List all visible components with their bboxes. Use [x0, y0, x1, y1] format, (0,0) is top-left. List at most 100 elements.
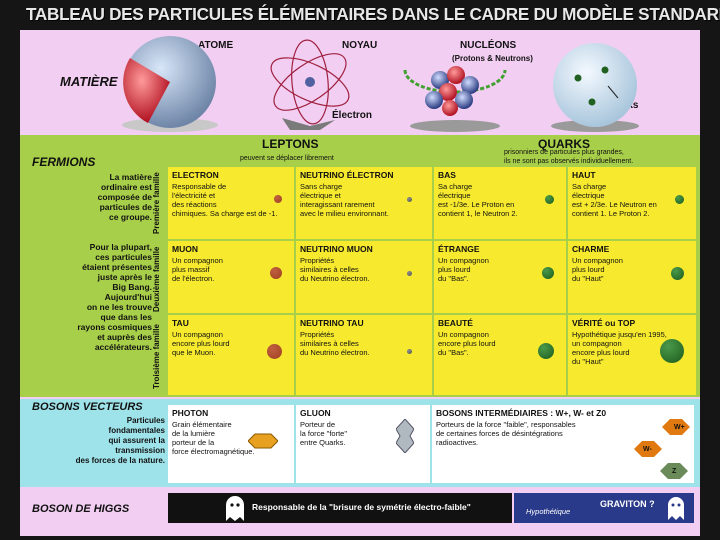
atom-label: ATOME: [198, 40, 234, 51]
intermediate-cell: BOSONS INTERMÉDIAIRES : W+, W- et Z0 Por…: [432, 405, 694, 483]
particle-description: Un compagnon encore plus lourd du "Bas".: [438, 330, 496, 357]
higgs-row: BOSON DE HIGGS Responsable de la "brisur…: [20, 489, 700, 536]
quark-dot-3: [588, 98, 596, 106]
family-label-3: Troisième famille: [152, 324, 161, 390]
particle-name: ÉTRANGE: [438, 244, 480, 254]
z-label: Z: [672, 468, 677, 475]
graviton-bar: Hypothétique GRAVITON ?: [514, 493, 694, 523]
gluon-icon: [396, 419, 414, 453]
fermions-panel: FERMIONS LEPTONS peuvent se déplacer lib…: [20, 135, 700, 397]
photon-cell: PHOTON Grain élémentaire de la lumière p…: [168, 405, 294, 483]
atom-cutaway: [123, 58, 170, 123]
photon-icon: [248, 433, 278, 449]
particle-cell: HAUT Sa charge électrique est + 2/3e. Le …: [568, 167, 696, 239]
matter-row: MATIÈRE ATOME NOYAU NUCLÉONS (Protons & …: [20, 30, 700, 133]
particle-name: ELECTRON: [172, 170, 219, 180]
nucleon-base: [410, 120, 500, 132]
particle-description: Hypothétique jusqu'en 1995, un compagnon…: [572, 330, 667, 366]
main-panel: MATIÈRE ATOME NOYAU NUCLÉONS (Protons & …: [20, 30, 700, 536]
particle-sphere-icon: [407, 270, 412, 276]
particle-name: NEUTRINO MUON: [300, 244, 373, 254]
particle-name: BEAUTÉ: [438, 318, 473, 328]
quark-dot-1: [574, 74, 582, 82]
quarks-subtitle: prisonniers de particules plus grandes, …: [504, 149, 634, 165]
photon-title: PHOTON: [172, 408, 209, 418]
electron-orbits: [270, 39, 350, 125]
proton-sphere: [553, 43, 637, 127]
graviton-label: GRAVITON ?: [600, 499, 655, 509]
bosons-panel: BOSONS VECTEURS Particules fondamentales…: [20, 399, 700, 487]
w-plus-label: W+: [674, 424, 685, 431]
family-label-1: Première famille: [152, 172, 161, 234]
bosons-label: BOSONS VECTEURS: [32, 401, 143, 413]
quark-pointer: [607, 85, 619, 99]
fermions-intro: La matière ordinaire est composée de par…: [97, 172, 152, 222]
particle-description: Responsable de l'électricité et des réac…: [172, 182, 278, 218]
gluon-text: Porteur de la force "forte" entre Quarks…: [300, 420, 348, 447]
particle-name: BAS: [438, 170, 456, 180]
leptons-subtitle: peuvent se déplacer librement: [240, 155, 334, 162]
gluon-cell: GLUON Porteur de la force "forte" entre …: [296, 405, 430, 483]
particle-cell: ELECTRON Responsable de l'électricité et …: [168, 167, 294, 239]
particle-description: Propriétés similaires à celles du Neutri…: [300, 330, 370, 357]
particle-name: NEUTRINO ÉLECTRON: [300, 170, 394, 180]
particle-description: Un compagnon encore plus lourd que le Mu…: [172, 330, 230, 357]
particle-description: Propriétés similaires à celles du Neutri…: [300, 256, 370, 283]
nucleon-cluster: [425, 66, 479, 116]
fermion-grid: ELECTRON Responsable de l'électricité et …: [168, 167, 696, 395]
particle-sphere-icon: [671, 266, 684, 280]
family-label-2: Deuxième famille: [152, 246, 161, 312]
particle-cell: NEUTRINO TAU Propriétés similaires à cell…: [296, 315, 432, 395]
particle-cell: BAS Sa charge électrique est -1/3e. Le Pr…: [434, 167, 566, 239]
bosons-description: Particules fondamentales qui assurent la…: [75, 416, 165, 465]
particle-sphere-icon: [274, 195, 282, 203]
particle-cell: VÉRITÉ ou TOP Hypothétique jusqu'en 1995,…: [568, 315, 696, 395]
matter-label: MATIÈRE: [60, 74, 118, 89]
particle-sphere-icon: [660, 339, 684, 363]
particle-name: HAUT: [572, 170, 596, 180]
particle-name: NEUTRINO TAU: [300, 318, 364, 328]
family-labels: Première famille Deuxième famille Troisi…: [150, 167, 166, 395]
particle-name: VÉRITÉ ou TOP: [572, 318, 636, 328]
particle-description: Sans charge électrique et interagissant …: [300, 182, 389, 218]
particle-description: Un compagnon plus massif de l'électron.: [172, 256, 223, 283]
w-minus-label: W-: [643, 446, 652, 453]
nucleons-sub: (Protons & Neutrons): [452, 54, 533, 63]
particle-name: CHARME: [572, 244, 610, 254]
nucleons-label: NUCLÉONS: [460, 40, 517, 51]
particle-description: Un compagnon plus lourd du "Bas".: [438, 256, 489, 283]
matter-illustrations: [122, 36, 639, 132]
intermediate-title: BOSONS INTERMÉDIAIRES : W+, W- et Z0: [436, 408, 607, 418]
particle-name: MUON: [172, 244, 198, 254]
electron-label: Électron: [332, 110, 373, 121]
particle-name: TAU: [172, 318, 189, 328]
particle-sphere-icon: [545, 194, 554, 204]
page-title: TABLEAU DES PARTICULES ÉLÉMENTAIRES DANS…: [26, 4, 720, 24]
particle-description: Sa charge électrique est + 2/3e. Le Neut…: [572, 182, 657, 218]
higgs-text: Responsable de la "brisure de symétrie é…: [252, 502, 471, 512]
quark-dot-2: [601, 66, 609, 74]
graviton-ghost-icon: [668, 497, 684, 520]
gluon-title: GLUON: [300, 408, 331, 418]
higgs-bar: Responsable de la "brisure de symétrie é…: [168, 493, 512, 523]
leptons-title: LEPTONS: [262, 137, 319, 151]
particle-sphere-icon: [675, 194, 684, 204]
quarks-title: QUARKS: [538, 137, 591, 151]
electron-pointer: [282, 118, 335, 130]
particle-sphere-icon: [267, 343, 282, 359]
fermions-cosmic-text: Pour la plupart, ces particules étaient …: [77, 242, 152, 352]
fermions-label: FERMIONS: [32, 155, 96, 169]
particle-sphere-icon: [407, 196, 412, 202]
particle-sphere-icon: [538, 343, 554, 359]
particle-cell: ÉTRANGE Un compagnon plus lourd du "Bas".: [434, 241, 566, 313]
particle-description: Sa charge électrique est -1/3e. Le Proto…: [438, 182, 518, 218]
intermediate-text: Porteurs de la force "faible", responsab…: [436, 420, 576, 447]
ghost-icon: [226, 496, 244, 521]
particle-cell: NEUTRINO ÉLECTRON Sans charge électrique …: [296, 167, 432, 239]
higgs-label: BOSON DE HIGGS: [32, 503, 130, 515]
particle-sphere-icon: [407, 348, 412, 354]
particle-sphere-icon: [270, 267, 282, 279]
nucleus-dot: [305, 77, 315, 87]
w-z-bosons-icon: [634, 419, 690, 479]
